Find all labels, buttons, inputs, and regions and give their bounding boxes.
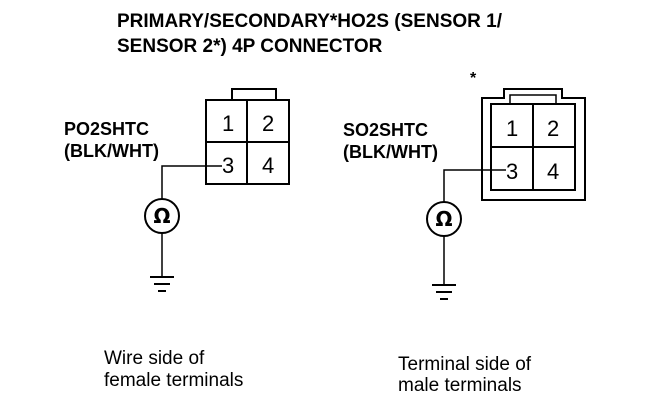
right-ohmmeter-symbol: Ω xyxy=(435,207,452,231)
right-wire-color-label: (BLK/WHT) xyxy=(343,142,438,162)
left-pin-4: 4 xyxy=(262,153,274,178)
left-connector-lock-tab xyxy=(231,88,277,100)
right-probe-wire xyxy=(443,169,506,203)
left-caption-line-2: female terminals xyxy=(104,370,243,391)
left-pin-3: 3 xyxy=(222,153,234,178)
left-ground-icon xyxy=(150,276,174,292)
right-pin-2: 2 xyxy=(547,116,559,141)
right-asterisk-marker: * xyxy=(470,70,477,87)
right-signal-label: SO2SHTC xyxy=(343,120,428,140)
left-ohmmeter-symbol: Ω xyxy=(153,204,170,228)
diagram-title-line-2: SENSOR 2*) 4P CONNECTOR xyxy=(117,36,383,57)
right-ground-icon xyxy=(432,284,456,300)
right-caption-line-2: male terminals xyxy=(398,375,522,396)
left-wire-color-label: (BLK/WHT) xyxy=(64,141,159,161)
left-pin-2: 2 xyxy=(262,111,274,136)
left-connector-group: PO2SHTC (BLK/WHT) 1 2 3 4 Ω Wire side of… xyxy=(64,88,290,391)
diagram-title-line-1: PRIMARY/SECONDARY*HO2S (SENSOR 1/ xyxy=(117,11,503,32)
left-pin-1: 1 xyxy=(222,111,234,136)
right-connector-group: * SO2SHTC (BLK/WHT) 1 2 3 4 Ω Terminal s… xyxy=(343,70,586,396)
right-pin-4: 4 xyxy=(547,159,559,184)
right-pin-1: 1 xyxy=(506,116,518,141)
right-pin-3: 3 xyxy=(506,159,518,184)
left-signal-label: PO2SHTC xyxy=(64,119,149,139)
left-caption-line-1: Wire side of xyxy=(104,348,205,369)
left-probe-wire xyxy=(161,165,222,200)
right-caption-line-1: Terminal side of xyxy=(398,354,532,375)
right-connector-lock-slot xyxy=(509,94,557,104)
